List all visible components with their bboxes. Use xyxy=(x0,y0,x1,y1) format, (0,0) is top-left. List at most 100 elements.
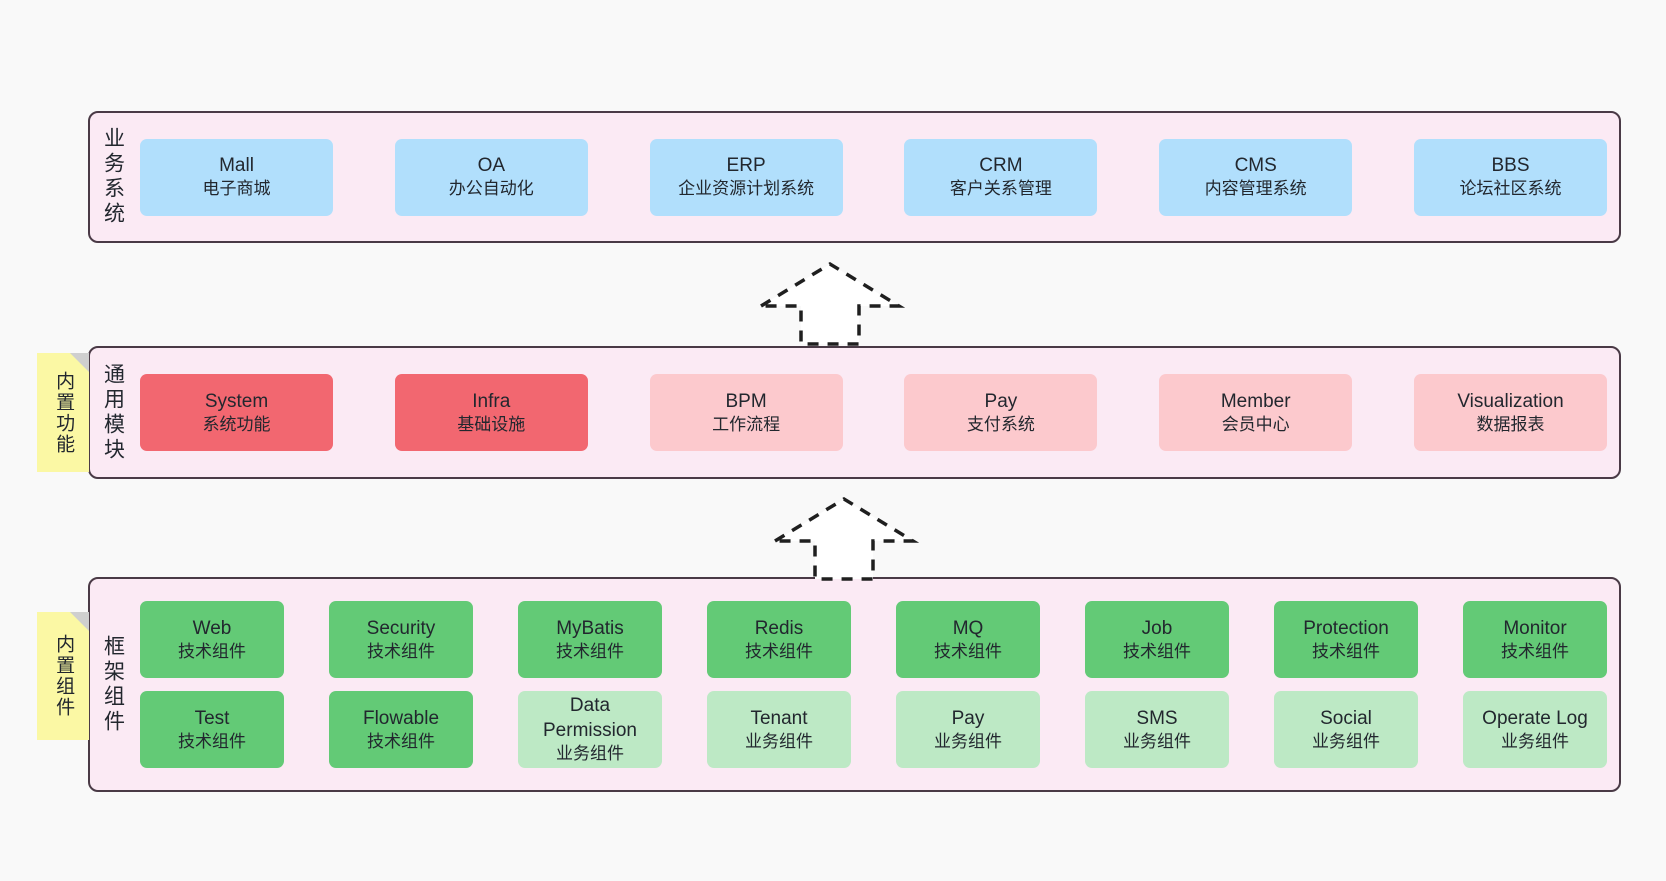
card-title-en: Infra xyxy=(472,390,511,412)
card-title-cn: 业务组件 xyxy=(1501,731,1569,751)
card-title-en: OA xyxy=(477,155,506,177)
sticky-note-label: 内置组件 xyxy=(53,634,75,718)
card-title-en: Monitor xyxy=(1503,617,1567,639)
card-title-en: Redis xyxy=(754,617,804,639)
card-title-cn: 电子商城 xyxy=(202,179,271,199)
layer-body-module: System 系统功能 Infra 基础设施 BPM 工作流程 Pay 支付系统… xyxy=(136,348,1619,477)
card-title-en: Tenant xyxy=(750,707,808,729)
card-title-en: Flowable xyxy=(362,707,440,729)
card-operate-log[interactable]: Operate Log 业务组件 xyxy=(1463,691,1607,768)
sticky-note-label: 内置功能 xyxy=(53,370,75,455)
card-title-en: Operate Log xyxy=(1482,707,1588,729)
card-title-en: Mall xyxy=(219,155,254,177)
card-title-en: Job xyxy=(1141,617,1173,639)
card-title-cn: 技术组件 xyxy=(178,731,246,751)
connector-build-arrow xyxy=(754,258,906,350)
card-title-en: CRM xyxy=(979,155,1023,177)
layer-framework-components: 框架组件 Web 技术组件 Security 技术组件 MyBatis 技术组件… xyxy=(88,577,1621,792)
framework-row-business: Test 技术组件 Flowable 技术组件 Data Permission … xyxy=(140,691,1607,768)
card-title-en: System xyxy=(204,390,269,412)
card-security[interactable]: Security 技术组件 xyxy=(329,601,473,678)
card-system[interactable]: System 系统功能 xyxy=(140,374,333,451)
card-mall[interactable]: Mall 电子商城 xyxy=(140,138,333,216)
card-title-cn: 基础设施 xyxy=(457,414,526,434)
card-title-cn: 技术组件 xyxy=(934,641,1002,661)
card-title-cn: 办公自动化 xyxy=(448,179,534,199)
connector-implement-icon xyxy=(768,496,920,581)
card-title-cn: 技术组件 xyxy=(367,641,435,661)
card-flowable[interactable]: Flowable 技术组件 xyxy=(329,691,473,768)
layer-body-business: Mall 电子商城 OA 办公自动化 ERP 企业资源计划系统 CRM 客户关系… xyxy=(136,113,1619,241)
layer-title-module: 通用模块 xyxy=(101,362,125,463)
card-title-cn: 工作流程 xyxy=(712,414,781,434)
sticky-note-builtin-features: 内置功能 xyxy=(37,353,89,472)
card-bpm[interactable]: BPM 工作流程 xyxy=(649,374,843,451)
card-title-cn: 技术组件 xyxy=(367,731,435,751)
card-title-en: SMS xyxy=(1136,707,1178,729)
card-member[interactable]: Member 会员中心 xyxy=(1159,374,1353,451)
layer-business-systems: 业务系统 Mall 电子商城 OA 办公自动化 ERP 企业资源计划系统 CRM… xyxy=(88,111,1621,243)
note-fold-icon xyxy=(70,612,89,631)
card-title-cn: 业务组件 xyxy=(745,731,813,751)
layer-common-modules: 通用模块 System 系统功能 Infra 基础设施 BPM 工作流程 Pay… xyxy=(88,346,1621,479)
card-title-cn: 技术组件 xyxy=(556,641,624,661)
card-title-cn: 业务组件 xyxy=(1312,731,1380,751)
card-title-cn: 系统功能 xyxy=(202,414,271,434)
card-tenant[interactable]: Tenant 业务组件 xyxy=(707,691,851,768)
card-web[interactable]: Web 技术组件 xyxy=(140,601,284,678)
card-monitor[interactable]: Monitor 技术组件 xyxy=(1463,601,1607,678)
card-title-cn: 会员中心 xyxy=(1221,414,1290,434)
layer-body-framework: Web 技术组件 Security 技术组件 MyBatis 技术组件 Redi… xyxy=(136,579,1619,790)
card-title-cn: 企业资源计划系统 xyxy=(678,179,815,199)
card-title-en: BBS xyxy=(1491,155,1530,177)
card-title-cn: 技术组件 xyxy=(178,641,246,661)
card-title-en: Web xyxy=(192,617,232,639)
card-protection[interactable]: Protection 技术组件 xyxy=(1274,601,1418,678)
card-title-cn: 技术组件 xyxy=(1312,641,1380,661)
card-test[interactable]: Test 技术组件 xyxy=(140,691,284,768)
card-pay-module[interactable]: Pay 支付系统 xyxy=(904,374,1098,451)
card-oa[interactable]: OA 办公自动化 xyxy=(394,138,588,216)
card-title-cn: 数据报表 xyxy=(1476,414,1545,434)
sticky-note-builtin-components: 内置组件 xyxy=(37,612,89,740)
card-title-en: CMS xyxy=(1234,155,1277,177)
card-title-cn: 技术组件 xyxy=(1123,641,1191,661)
card-data-permission[interactable]: Data Permission 业务组件 xyxy=(518,691,662,768)
framework-row-technical: Web 技术组件 Security 技术组件 MyBatis 技术组件 Redi… xyxy=(140,601,1607,678)
card-title-en: Data Permission xyxy=(543,695,637,742)
card-mybatis[interactable]: MyBatis 技术组件 xyxy=(518,601,662,678)
card-title-cn: 客户关系管理 xyxy=(949,179,1052,199)
card-title-en: Visualization xyxy=(1457,390,1564,412)
card-crm[interactable]: CRM 客户关系管理 xyxy=(904,138,1098,216)
layer-title-framework: 框架组件 xyxy=(101,634,125,735)
card-title-en: Pay xyxy=(951,707,985,729)
card-title-cn: 业务组件 xyxy=(556,744,624,764)
card-social[interactable]: Social 业务组件 xyxy=(1274,691,1418,768)
card-redis[interactable]: Redis 技术组件 xyxy=(707,601,851,678)
card-title-cn: 支付系统 xyxy=(966,414,1035,434)
card-bbs[interactable]: BBS 论坛社区系统 xyxy=(1413,138,1607,216)
connector-build-icon xyxy=(754,261,906,346)
card-title-en: Protection xyxy=(1303,617,1389,639)
card-infra[interactable]: Infra 基础设施 xyxy=(394,374,588,451)
card-erp[interactable]: ERP 企业资源计划系统 xyxy=(649,138,843,216)
card-title-en: Social xyxy=(1320,707,1372,729)
card-title-en: ERP xyxy=(726,155,766,177)
card-visualization[interactable]: Visualization 数据报表 xyxy=(1413,374,1607,451)
card-title-en: Member xyxy=(1220,390,1291,412)
card-title-cn: 论坛社区系统 xyxy=(1459,179,1562,199)
card-title-cn: 技术组件 xyxy=(745,641,813,661)
card-pay-component[interactable]: Pay 业务组件 xyxy=(896,691,1040,768)
card-title-cn: 内容管理系统 xyxy=(1204,179,1307,199)
card-sms[interactable]: SMS 业务组件 xyxy=(1085,691,1229,768)
card-title-en: BPM xyxy=(725,390,767,412)
card-title-en: Test xyxy=(194,707,230,729)
card-title-cn: 技术组件 xyxy=(1501,641,1569,661)
note-fold-icon xyxy=(70,353,89,372)
card-mq[interactable]: MQ 技术组件 xyxy=(896,601,1040,678)
card-job[interactable]: Job 技术组件 xyxy=(1085,601,1229,678)
card-title-en: MyBatis xyxy=(556,617,624,639)
card-cms[interactable]: CMS 内容管理系统 xyxy=(1159,138,1353,216)
card-title-cn: 业务组件 xyxy=(1123,731,1191,751)
